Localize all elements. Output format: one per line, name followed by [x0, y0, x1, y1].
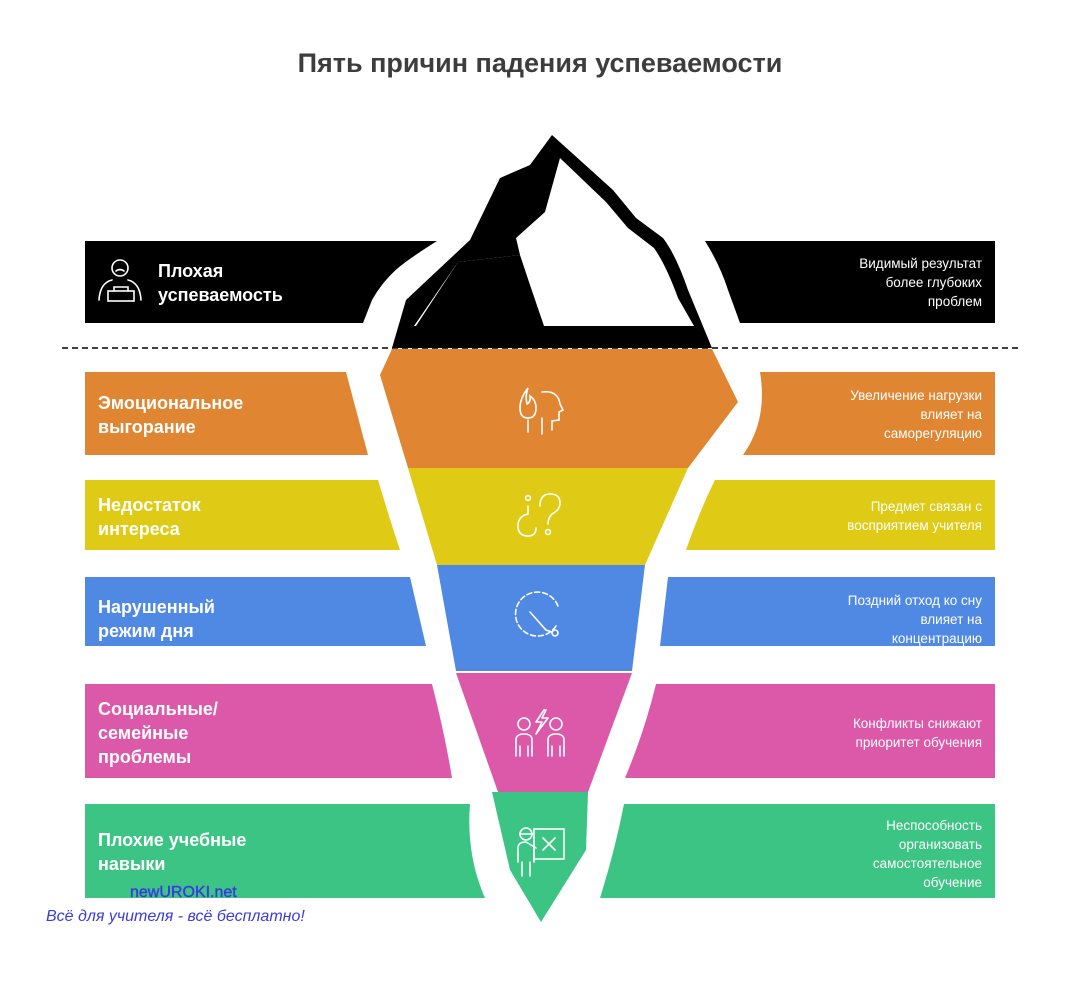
- burnout-head-icon: [519, 387, 565, 435]
- label-broken-routine: Нарушенный режим дня: [98, 597, 215, 641]
- note-lack-of-interest: Предмет связан с восприятием учителя: [847, 499, 982, 533]
- band-burnout: [85, 349, 995, 468]
- note-social-problems: Конфликты снижают приоритет обучения: [852, 716, 982, 750]
- student-desk-icon: [98, 259, 142, 302]
- iceberg-tip: [392, 135, 712, 348]
- label-poor-performance: Плохая успеваемость: [158, 261, 283, 305]
- note-broken-routine: Поздний отход ко сну влияет на концентра…: [847, 593, 982, 646]
- question-marks-icon: [517, 493, 561, 537]
- band-social-problems: [85, 673, 995, 792]
- label-social-problems: Социальные/ семейные проблемы: [98, 699, 218, 767]
- page-title: Пять причин падения успеваемости: [297, 48, 783, 78]
- band-study-skills: [85, 792, 995, 922]
- watermark-site: newUROKI.net: [130, 884, 237, 901]
- band-poor-performance: [85, 241, 995, 323]
- label-lack-of-interest: Недостаток интереса: [98, 495, 201, 539]
- band-lack-of-interest: [85, 468, 995, 565]
- watermark-slogan: Всё для учителя - всё бесплатно!: [46, 908, 305, 925]
- clock-icon: [514, 591, 559, 637]
- band-broken-routine: [85, 565, 995, 671]
- note-burnout: Увеличение нагрузки влияет на саморегуля…: [850, 388, 982, 441]
- note-study-skills: Неспособность организовать самостоятельн…: [872, 818, 982, 890]
- teacher-board-icon: [517, 827, 565, 877]
- label-burnout: Эмоциональное выгорание: [98, 393, 244, 437]
- conflict-people-icon: [515, 709, 565, 757]
- label-study-skills: Плохие учебные навыки: [98, 830, 247, 874]
- note-poor-performance: Видимый результат более глубоких проблем: [859, 256, 982, 309]
